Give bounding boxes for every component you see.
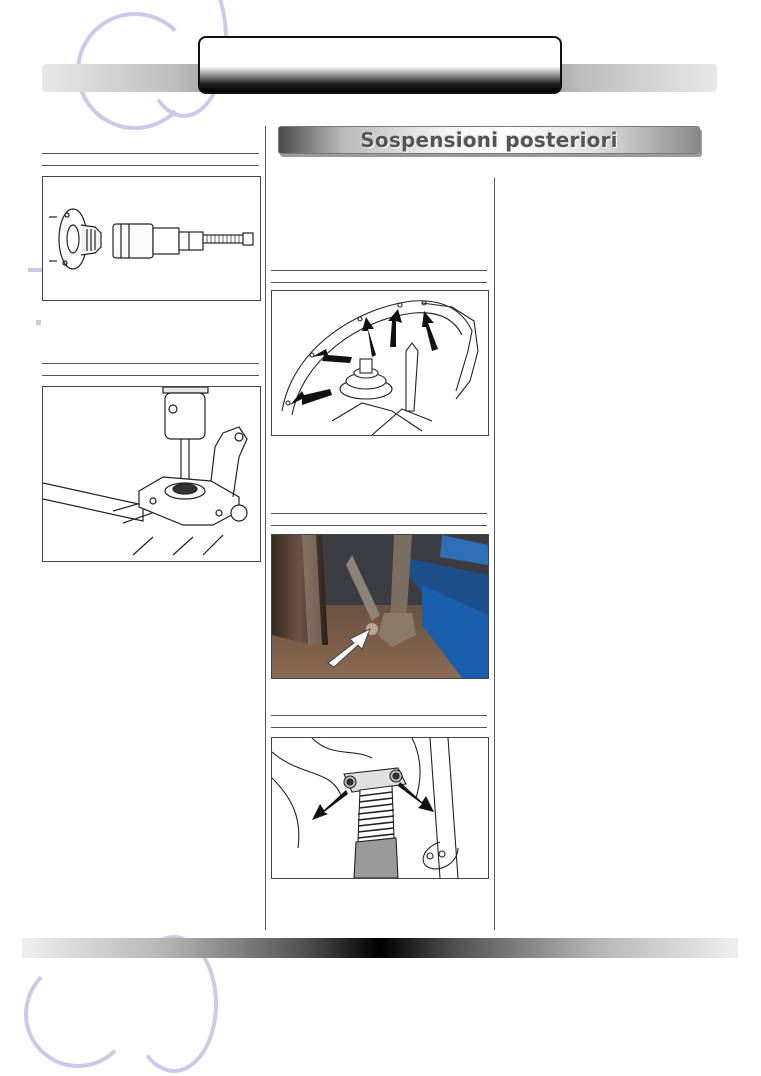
footer-band [22, 938, 738, 958]
hub-puller-tool-illustration [49, 208, 254, 270]
rule [271, 513, 487, 514]
column-divider-left [265, 126, 266, 930]
watermark-mark-left [28, 268, 42, 272]
section-title: Sospensioni posteriori [360, 128, 618, 152]
shock-absorber-lower-mount-photo [272, 535, 488, 678]
rule [271, 727, 487, 728]
rule [271, 715, 487, 716]
figure-press-tool [42, 386, 261, 562]
column-divider-right [494, 178, 495, 930]
header-box [198, 36, 562, 94]
figure-hub-puller [42, 176, 261, 301]
wheel-arch-liner-fasteners-illustration [281, 300, 479, 435]
rule [271, 525, 487, 526]
rule [271, 270, 487, 271]
bushing-press-tool-illustration [43, 387, 248, 556]
rule [42, 375, 259, 376]
watermark-arc-bottom-right [130, 935, 218, 1073]
rule [271, 282, 487, 283]
figure-shock-upper-mount [271, 737, 489, 879]
figure-shock-lower-mount [271, 534, 489, 679]
section-title-banner: Sospensioni posteriori [278, 126, 700, 154]
rule [42, 153, 259, 154]
watermark-dot-left [36, 320, 41, 325]
rule [42, 165, 259, 166]
rule [42, 363, 259, 364]
figure-wheel-arch-liner [271, 290, 489, 436]
shock-absorber-upper-mount-illustration [272, 738, 459, 878]
watermark-arc-bottom-left [24, 960, 132, 1068]
